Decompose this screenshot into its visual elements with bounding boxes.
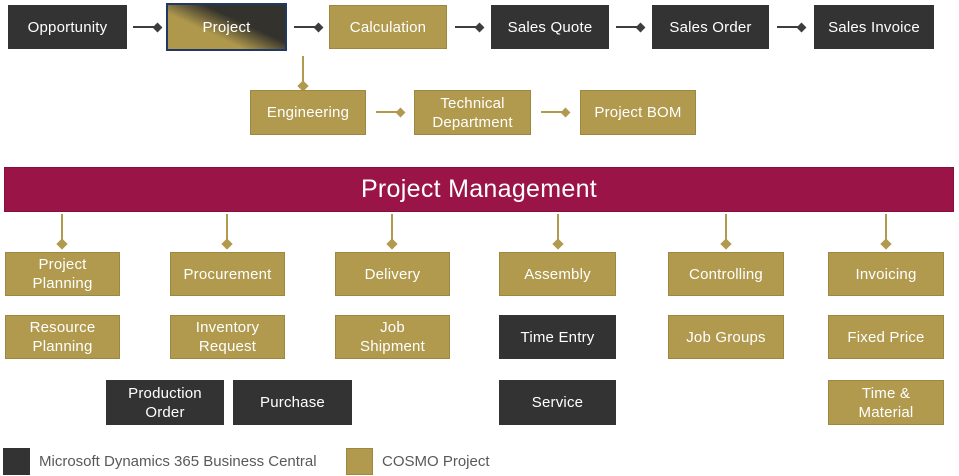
arrow-line xyxy=(133,26,155,28)
arrow-line xyxy=(616,26,638,28)
connector-line xyxy=(884,214,887,242)
legend-label: Microsoft Dynamics 365 Business Central xyxy=(39,453,317,470)
box-service: Service xyxy=(499,380,616,425)
box-time-and-material: Time & Material xyxy=(828,380,944,425)
arrow-diamond-icon xyxy=(313,22,324,32)
box-time-entry: Time Entry xyxy=(499,315,616,359)
box-procurement: Procurement xyxy=(170,252,285,296)
connector-banner-to-assembly xyxy=(551,214,564,250)
connector-project-to-engineering xyxy=(296,56,309,92)
box-technical-department: Technical Department xyxy=(414,90,531,135)
box-resource-planning: Resource Planning xyxy=(5,315,120,359)
box-inventory-request: Inventory Request xyxy=(170,315,285,359)
arrow-diamond-icon xyxy=(55,238,68,250)
box-job-shipment: Job Shipment xyxy=(335,315,450,359)
arrow-diamond-icon xyxy=(551,238,564,250)
box-production-order: Production Order xyxy=(106,380,224,425)
legend-item-dynamics: Microsoft Dynamics 365 Business Central xyxy=(3,448,317,475)
connector-line xyxy=(301,56,304,84)
connector-line xyxy=(724,214,727,242)
connector-line xyxy=(60,214,63,242)
arrow-diamond-icon xyxy=(560,107,571,117)
box-purchase: Purchase xyxy=(233,380,352,425)
arrow-technical-department-to-project-bom xyxy=(541,107,571,117)
arrow-line xyxy=(294,26,316,28)
arrow-line xyxy=(541,111,563,113)
box-fixed-price: Fixed Price xyxy=(828,315,944,359)
legend-swatch-dark xyxy=(3,448,30,475)
project-management-banner: Project Management xyxy=(4,167,954,212)
legend-item-cosmo: COSMO Project xyxy=(346,448,490,475)
arrow-sales-order-to-sales-invoice xyxy=(777,22,807,32)
connector-line xyxy=(390,214,393,242)
arrow-diamond-icon xyxy=(385,238,398,250)
box-sales-order: Sales Order xyxy=(652,5,769,49)
arrow-diamond-icon xyxy=(395,107,406,117)
arrow-line xyxy=(777,26,799,28)
connector-banner-to-delivery xyxy=(385,214,398,250)
arrow-diamond-icon xyxy=(635,22,646,32)
legend-swatch-gold xyxy=(346,448,373,475)
legend-label: COSMO Project xyxy=(382,453,490,470)
arrow-project-to-calculation xyxy=(294,22,324,32)
arrow-diamond-icon xyxy=(152,22,163,32)
arrow-sales-quote-to-sales-order xyxy=(616,22,646,32)
arrow-line xyxy=(376,111,398,113)
arrow-line xyxy=(455,26,477,28)
box-invoicing: Invoicing xyxy=(828,252,944,296)
box-opportunity: Opportunity xyxy=(8,5,127,49)
box-sales-invoice: Sales Invoice xyxy=(814,5,934,49)
arrow-opportunity-to-project xyxy=(133,22,163,32)
box-project: Project xyxy=(166,3,287,51)
box-job-groups: Job Groups xyxy=(668,315,784,359)
arrow-diamond-icon xyxy=(719,238,732,250)
box-project-planning: Project Planning xyxy=(5,252,120,296)
connector-banner-to-invoicing xyxy=(879,214,892,250)
box-delivery: Delivery xyxy=(335,252,450,296)
arrow-diamond-icon xyxy=(796,22,807,32)
arrow-diamond-icon xyxy=(220,238,233,250)
box-controlling: Controlling xyxy=(668,252,784,296)
connector-banner-to-controlling xyxy=(719,214,732,250)
connector-banner-to-procurement xyxy=(220,214,233,250)
box-project-bom: Project BOM xyxy=(580,90,696,135)
connector-line xyxy=(225,214,228,242)
box-sales-quote: Sales Quote xyxy=(491,5,609,49)
arrow-engineering-to-technical-department xyxy=(376,107,406,117)
arrow-calculation-to-sales-quote xyxy=(455,22,485,32)
box-engineering: Engineering xyxy=(250,90,366,135)
box-assembly: Assembly xyxy=(499,252,616,296)
arrow-diamond-icon xyxy=(879,238,892,250)
connector-banner-to-project-planning xyxy=(55,214,68,250)
connector-line xyxy=(556,214,559,242)
arrow-diamond-icon xyxy=(474,22,485,32)
box-calculation: Calculation xyxy=(329,5,447,49)
